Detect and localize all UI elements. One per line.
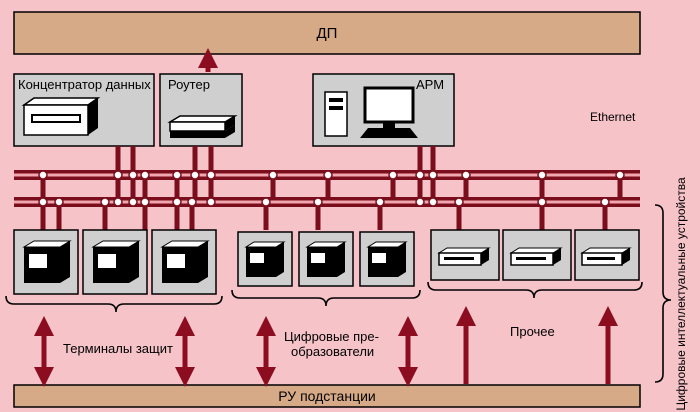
dispatch-label: ДП — [316, 24, 338, 42]
flat-device-icon — [437, 247, 632, 266]
dispatch-bar — [13, 11, 641, 55]
digital-converter-icon — [244, 241, 408, 277]
ethernet-label: Ethernet — [590, 110, 636, 124]
digital-converters — [237, 231, 415, 287]
router-icon — [167, 115, 238, 138]
tape-drive-icon — [21, 97, 101, 136]
converters-group-label-line2: образователи — [291, 344, 375, 359]
intelligent-devices-label: Цифровые интеллектуальные устройства — [674, 177, 688, 411]
router-label: Роутер — [168, 77, 210, 92]
group-braces — [5, 204, 672, 383]
other-devices — [430, 229, 640, 281]
concentrator-label: Концентратор данных — [18, 77, 151, 92]
protection-group-label: Терминалы защит — [63, 341, 173, 356]
ethernet-bus-lower — [14, 197, 640, 207]
pc-workstation-icon — [324, 86, 418, 138]
converters-group-label-line1: Цифровые пре- — [284, 329, 379, 344]
substation-bar — [13, 384, 641, 408]
substation-arrows — [34, 306, 618, 387]
other-group-label: Прочее — [510, 324, 555, 339]
device-links — [40, 146, 623, 230]
protection-terminal-icon — [22, 240, 210, 283]
workstation-label: АРМ — [416, 77, 445, 92]
bus-junctions — [38, 170, 625, 207]
substation-label: РУ подстанции — [278, 388, 376, 404]
protection-terminals — [13, 229, 217, 295]
